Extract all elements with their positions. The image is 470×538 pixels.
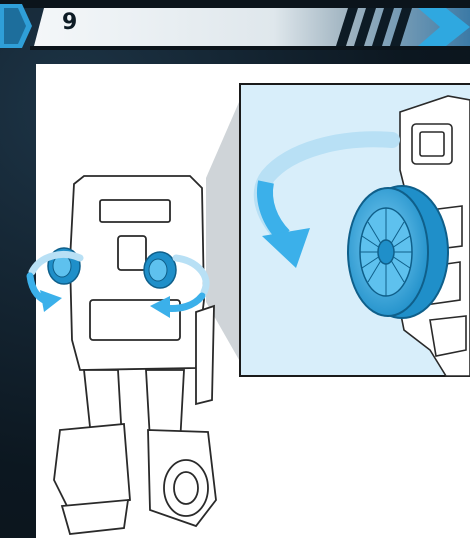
- zoom-panel: [240, 84, 470, 376]
- wheel-icon: [348, 186, 448, 318]
- wheel-icon: [144, 252, 176, 288]
- robot-figure: [54, 176, 216, 534]
